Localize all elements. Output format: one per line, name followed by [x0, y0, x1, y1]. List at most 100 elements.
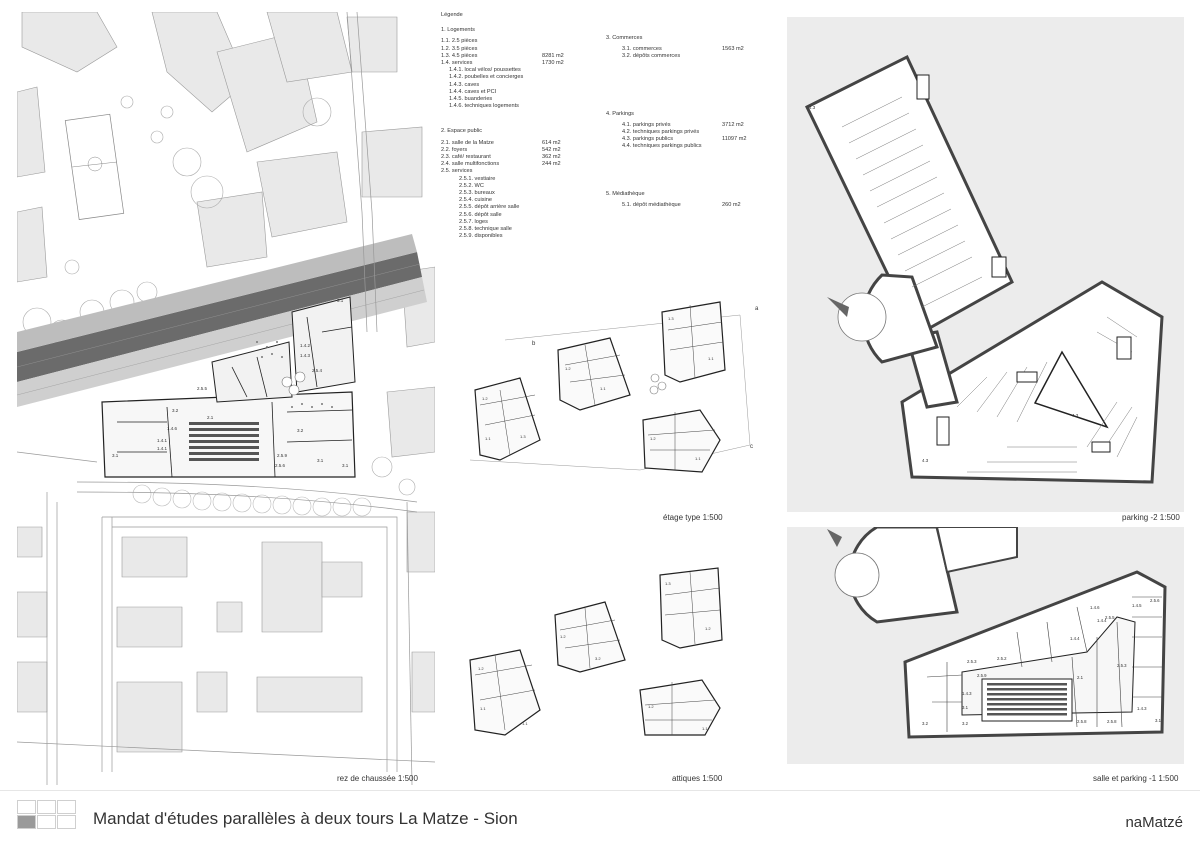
rez-label: 1.4.1: [157, 446, 168, 451]
legend-item: 1.4.3. caves: [449, 81, 480, 88]
legend-value: [542, 46, 576, 53]
legend-section-title: 3. Commerces: [606, 35, 643, 41]
rez-label: 3.1: [337, 298, 344, 303]
caption-attiques: attiques 1:500: [672, 774, 723, 783]
legend-value: 8281 m2: [542, 52, 564, 59]
brand-name: naMatzé: [1125, 814, 1183, 831]
salle-label: 2.5.5: [1105, 615, 1115, 620]
section-marker: a: [755, 306, 759, 312]
logo-grid-icon: [17, 800, 77, 830]
salle-label: 1.4.6: [1090, 605, 1100, 610]
legend-item: 2.5.2. WC: [459, 182, 484, 189]
legend-section-title: 4. Parkings: [606, 110, 634, 117]
svg-text:1.1: 1.1: [480, 706, 486, 711]
attiques-drawing: 1.21.11.1 1.23.2 1.31.2 1.21.1: [469, 567, 723, 736]
legend-item: 2.5. services: [441, 168, 473, 175]
salle-label: 2.5.8: [1077, 719, 1087, 724]
legend-title: Légende: [441, 12, 463, 18]
rez-label: 3.1: [112, 453, 119, 458]
legend-item: 2.3. café/ restaurant: [441, 154, 491, 161]
svg-text:1.1: 1.1: [695, 456, 701, 461]
salle-parking-drawing: 1.4.5 2.5.6 1.4.6 1.4.4 2.5.5 1.4.4 2.5.…: [827, 527, 1167, 739]
rez-label: 2.1: [207, 415, 214, 420]
parking-2-plan: 4.3 4.3 4.3: [787, 17, 1184, 512]
salle-label: 1.4.3: [962, 691, 972, 696]
legend-value: [542, 38, 576, 45]
parking-2-drawing: 4.3 4.3 4.3: [805, 54, 1164, 484]
legend-value: 542 m2: [542, 146, 561, 153]
legend-item: 2.5.6. dépôt salle: [459, 211, 502, 218]
rez-label: 1.4.6: [167, 426, 178, 431]
legend-section-title: 2. Espace public: [441, 128, 483, 135]
svg-text:1.1: 1.1: [485, 436, 491, 441]
legend-item: 2.5.9. disponibles: [459, 233, 503, 240]
legend-value: 614 m2: [542, 139, 561, 146]
page-title: Mandat d'études parallèles à deux tours …: [93, 809, 518, 828]
rez-label: 2.5.5: [197, 386, 208, 391]
salle-label: 2.5.2: [997, 656, 1007, 661]
legend-value: 1730 m2: [542, 60, 564, 67]
rez-label: 2.5.4: [312, 368, 323, 373]
legend-item: 4.3. parkings publics: [622, 136, 673, 143]
svg-text:1.2: 1.2: [478, 666, 484, 671]
parking2-label: 4.3: [809, 105, 816, 110]
legend-item: 2.5.8. technique salle: [459, 226, 512, 233]
legend-section-title: 1. Logements: [441, 27, 475, 34]
parking2-label: 4.3: [1072, 413, 1079, 418]
svg-text:1.1: 1.1: [600, 386, 606, 391]
legend-section-title: 5. Médiathèque: [606, 190, 645, 197]
salle-label: 2.1: [1077, 675, 1084, 680]
footer-divider: [0, 790, 1200, 791]
legend-item: 2.5.4. cuisine: [459, 197, 492, 204]
svg-text:1.2: 1.2: [705, 626, 711, 631]
rez-label: 2.5.6: [275, 463, 286, 468]
rez-label: 1.4.1: [157, 438, 168, 443]
legend-value: 260 m2: [722, 201, 741, 208]
legend-item: 2.2. foyers: [441, 146, 468, 153]
svg-text:1.1: 1.1: [708, 356, 714, 361]
legend-value: 11097 m2: [722, 136, 747, 143]
caption-parking-2: parking -2 1:500: [1122, 513, 1180, 522]
rez-label: 1.4.3: [300, 353, 311, 358]
salle-label: 1.4.4: [1070, 636, 1080, 641]
rez-label: 1.4.2: [300, 343, 311, 348]
rez-label: 3.2: [297, 428, 304, 433]
legend-item: 4.2. techniques parkings privés: [622, 129, 700, 136]
site-plan-drawing: 3.1 1.4.2 1.4.3 2.5.4 2.5.5 3.2 1.4.6 2.…: [17, 12, 435, 785]
salle-label: 1.4.3: [1137, 706, 1147, 711]
legend-item: 1.3. 4.5 pièces: [441, 52, 478, 59]
legend-item: 5.1. dépôt médiathèque: [622, 201, 681, 208]
legend-item: 1.4. services: [441, 60, 473, 67]
svg-text:1.1: 1.1: [702, 726, 708, 731]
svg-text:1.2: 1.2: [648, 704, 654, 709]
rez-de-chaussee-plan: 3.1 1.4.2 1.4.3 2.5.4 2.5.5 3.2 1.4.6 2.…: [17, 12, 435, 785]
legend-item: 1.2. 3.5 pièces: [441, 45, 478, 52]
salle-label: 2.5.3: [967, 659, 977, 664]
salle-label: 3.1: [1155, 718, 1162, 723]
legend-item: 2.5.7. loges: [459, 218, 488, 225]
salle-label: 2.5.3: [1117, 663, 1127, 668]
legend-item: 2.4. salle multifonctions: [441, 161, 500, 168]
legend-item: 1.4.4. caves et PCI: [449, 88, 497, 95]
rez-label: 3.2: [172, 408, 179, 413]
legend-item: 2.5.5. dépôt arrière salle: [459, 204, 520, 211]
rez-label: 2.5.9: [277, 453, 288, 458]
legend-item: 3.1. commerces: [622, 46, 662, 53]
legend-item: 4.1. parkings privés: [622, 121, 671, 128]
salle-label: 2.5.6: [1150, 598, 1160, 603]
svg-text:1.3: 1.3: [520, 434, 526, 439]
legend-item: 1.4.1. local vélos/ poussettes: [449, 67, 521, 74]
legend-column-left: Légende 1. Logements 1.1. 2.5 pièces 1.2…: [441, 12, 576, 240]
caption-etage: étage type 1:500: [663, 513, 723, 522]
svg-text:1.2: 1.2: [650, 436, 656, 441]
salle-label: 3.2: [922, 721, 929, 726]
legend-value: 3712 m2: [722, 121, 744, 128]
salle-label: 1.4.4: [1097, 618, 1107, 623]
salle-label: 2.5.8: [1107, 719, 1117, 724]
legend-item: 1.4.6. techniques logements: [449, 103, 519, 110]
parking2-label: 4.3: [922, 458, 929, 463]
legend-item: 1.4.2. poubelles et concierges: [449, 74, 524, 81]
